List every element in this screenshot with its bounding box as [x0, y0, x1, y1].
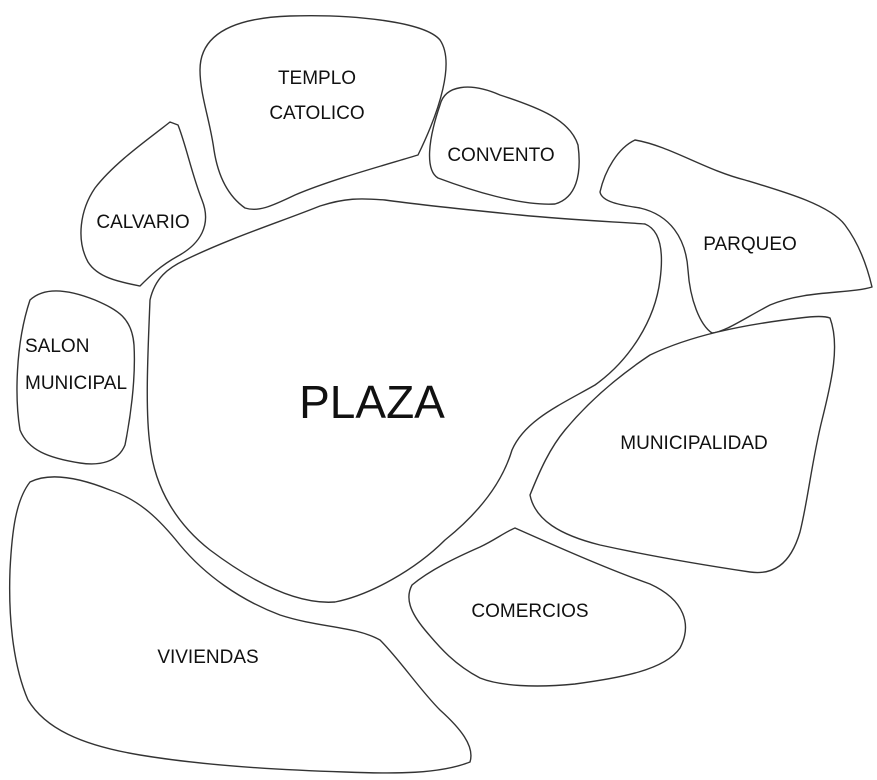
plaza-label: PLAZA — [299, 376, 445, 428]
parqueo-label: PARQUEO — [703, 234, 797, 255]
zone-calvario: CALVARIO — [80, 121, 207, 287]
convento-label: CONVENTO — [447, 145, 554, 166]
salon-label-line1: SALON — [25, 336, 89, 357]
zone-comercios: COMERCIOS — [408, 527, 687, 687]
zone-convento: CONVENTO — [428, 86, 580, 205]
comercios-label: COMERCIOS — [471, 601, 588, 622]
zone-viviendas: VIVIENDAS — [8, 476, 472, 774]
calvario-label: CALVARIO — [96, 212, 189, 233]
salon-label-line2: MUNICIPAL — [25, 373, 127, 394]
templo-label-line1: TEMPLO — [278, 68, 356, 89]
calvario-shape — [80, 121, 207, 287]
zone-municipalidad: MUNICIPALIDAD — [529, 315, 836, 574]
zone-parqueo: PARQUEO — [599, 139, 873, 334]
municipalidad-label: MUNICIPALIDAD — [620, 433, 767, 454]
templo-catolico-shape — [199, 15, 447, 211]
zone-plaza: PLAZA — [146, 198, 663, 603]
zone-salon-municipal: SALON MUNICIPAL — [16, 290, 136, 465]
municipalidad-shape — [529, 315, 836, 574]
zone-templo-catolico: TEMPLO CATOLICO — [199, 15, 447, 211]
convento-shape — [428, 86, 580, 205]
comercios-shape — [408, 527, 687, 687]
templo-label-line2: CATOLICO — [269, 103, 364, 124]
salon-municipal-shape — [16, 290, 136, 465]
plaza-shape — [146, 198, 663, 603]
viviendas-label: VIVIENDAS — [157, 647, 258, 668]
parqueo-shape — [599, 139, 873, 334]
viviendas-shape — [8, 476, 472, 774]
